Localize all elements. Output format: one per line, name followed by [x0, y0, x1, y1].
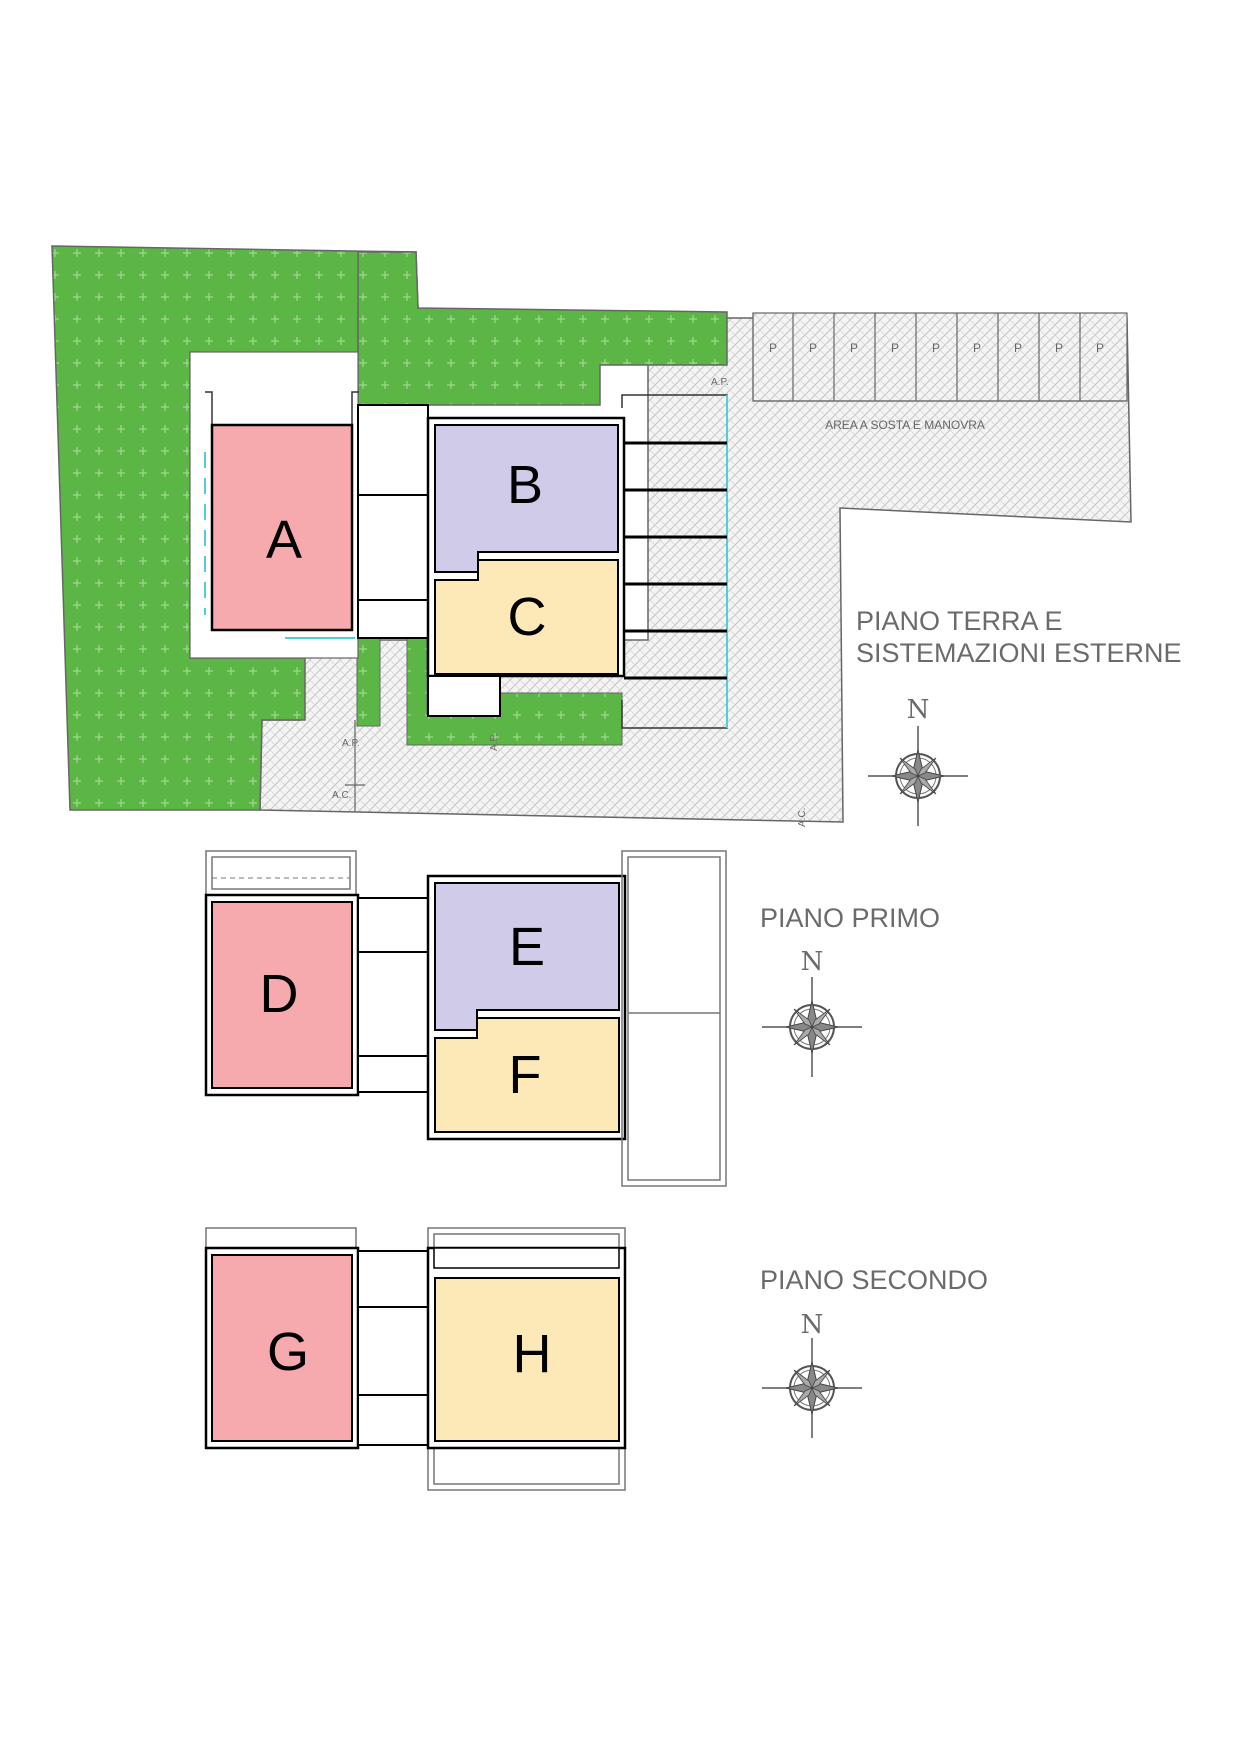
- parking-area-label: AREA A SOSTA E MANOVRA: [825, 418, 985, 432]
- svg-text:P: P: [809, 341, 817, 355]
- svg-text:P: P: [973, 341, 981, 355]
- unit-e: [434, 882, 620, 1031]
- svg-text:P: P: [1096, 341, 1104, 355]
- north-label-ground: N: [907, 695, 930, 725]
- carport-structure: [621, 394, 728, 729]
- compass-rose-icon: [867, 725, 969, 827]
- ground-stair-core: [357, 404, 429, 639]
- garden-strip-1: [356, 637, 381, 727]
- unit-a: [210, 423, 354, 632]
- second-floor-plan: G H PIANO SECONDO N: [204, 1227, 988, 1491]
- access-label-1: A.P.: [711, 377, 729, 388]
- unit-f: [434, 1017, 620, 1133]
- svg-text:P: P: [932, 341, 940, 355]
- compass-rose-icon: [761, 1337, 863, 1439]
- ground-floor-title-line2: SISTEMAZIONI ESTERNE: [856, 638, 1182, 668]
- garden-north: [357, 251, 728, 406]
- parking-spot-labels: P P P P P P P P P: [769, 341, 1104, 355]
- svg-text:P: P: [769, 341, 777, 355]
- unit-e-label: E: [509, 917, 545, 977]
- unit-h: [434, 1277, 620, 1442]
- compass-rose-icon: [761, 976, 863, 1078]
- unit-c-label: C: [508, 587, 547, 647]
- ground-floor-plan: P P P P P P P P P AREA A SOSTA E MANOVRA…: [51, 245, 1182, 827]
- parking-spots: [752, 313, 1127, 402]
- svg-text:P: P: [1014, 341, 1022, 355]
- parking-strip: [752, 312, 1128, 402]
- unit-d: [211, 901, 353, 1089]
- north-label-second: N: [801, 1310, 824, 1340]
- second-floor-title: PIANO SECONDO: [760, 1265, 988, 1295]
- svg-text:P: P: [850, 341, 858, 355]
- svg-text:P: P: [891, 341, 899, 355]
- unit-b-label: B: [507, 455, 543, 515]
- unit-b: [434, 424, 619, 573]
- access-label-4: A.C.: [332, 790, 351, 801]
- ground-floor-title-line1: PIANO TERRA E: [856, 606, 1063, 636]
- unit-d-label: D: [260, 964, 299, 1024]
- svg-text:P: P: [1055, 341, 1063, 355]
- unit-a-label: A: [266, 510, 302, 570]
- unit-c: [434, 559, 619, 675]
- unit-g: [211, 1254, 353, 1442]
- unit-f-label: F: [509, 1045, 542, 1105]
- unit-g-label: G: [267, 1322, 309, 1382]
- first-floor-title: PIANO PRIMO: [760, 903, 940, 933]
- access-label-2: A.P.: [342, 738, 360, 749]
- access-label-3: A.P.: [489, 733, 500, 751]
- first-floor-plan: D E F PIANO PRIMO N: [204, 850, 940, 1187]
- north-label-first: N: [801, 947, 824, 977]
- unit-h-label: H: [513, 1324, 552, 1384]
- access-label-5: A.C.: [797, 808, 808, 827]
